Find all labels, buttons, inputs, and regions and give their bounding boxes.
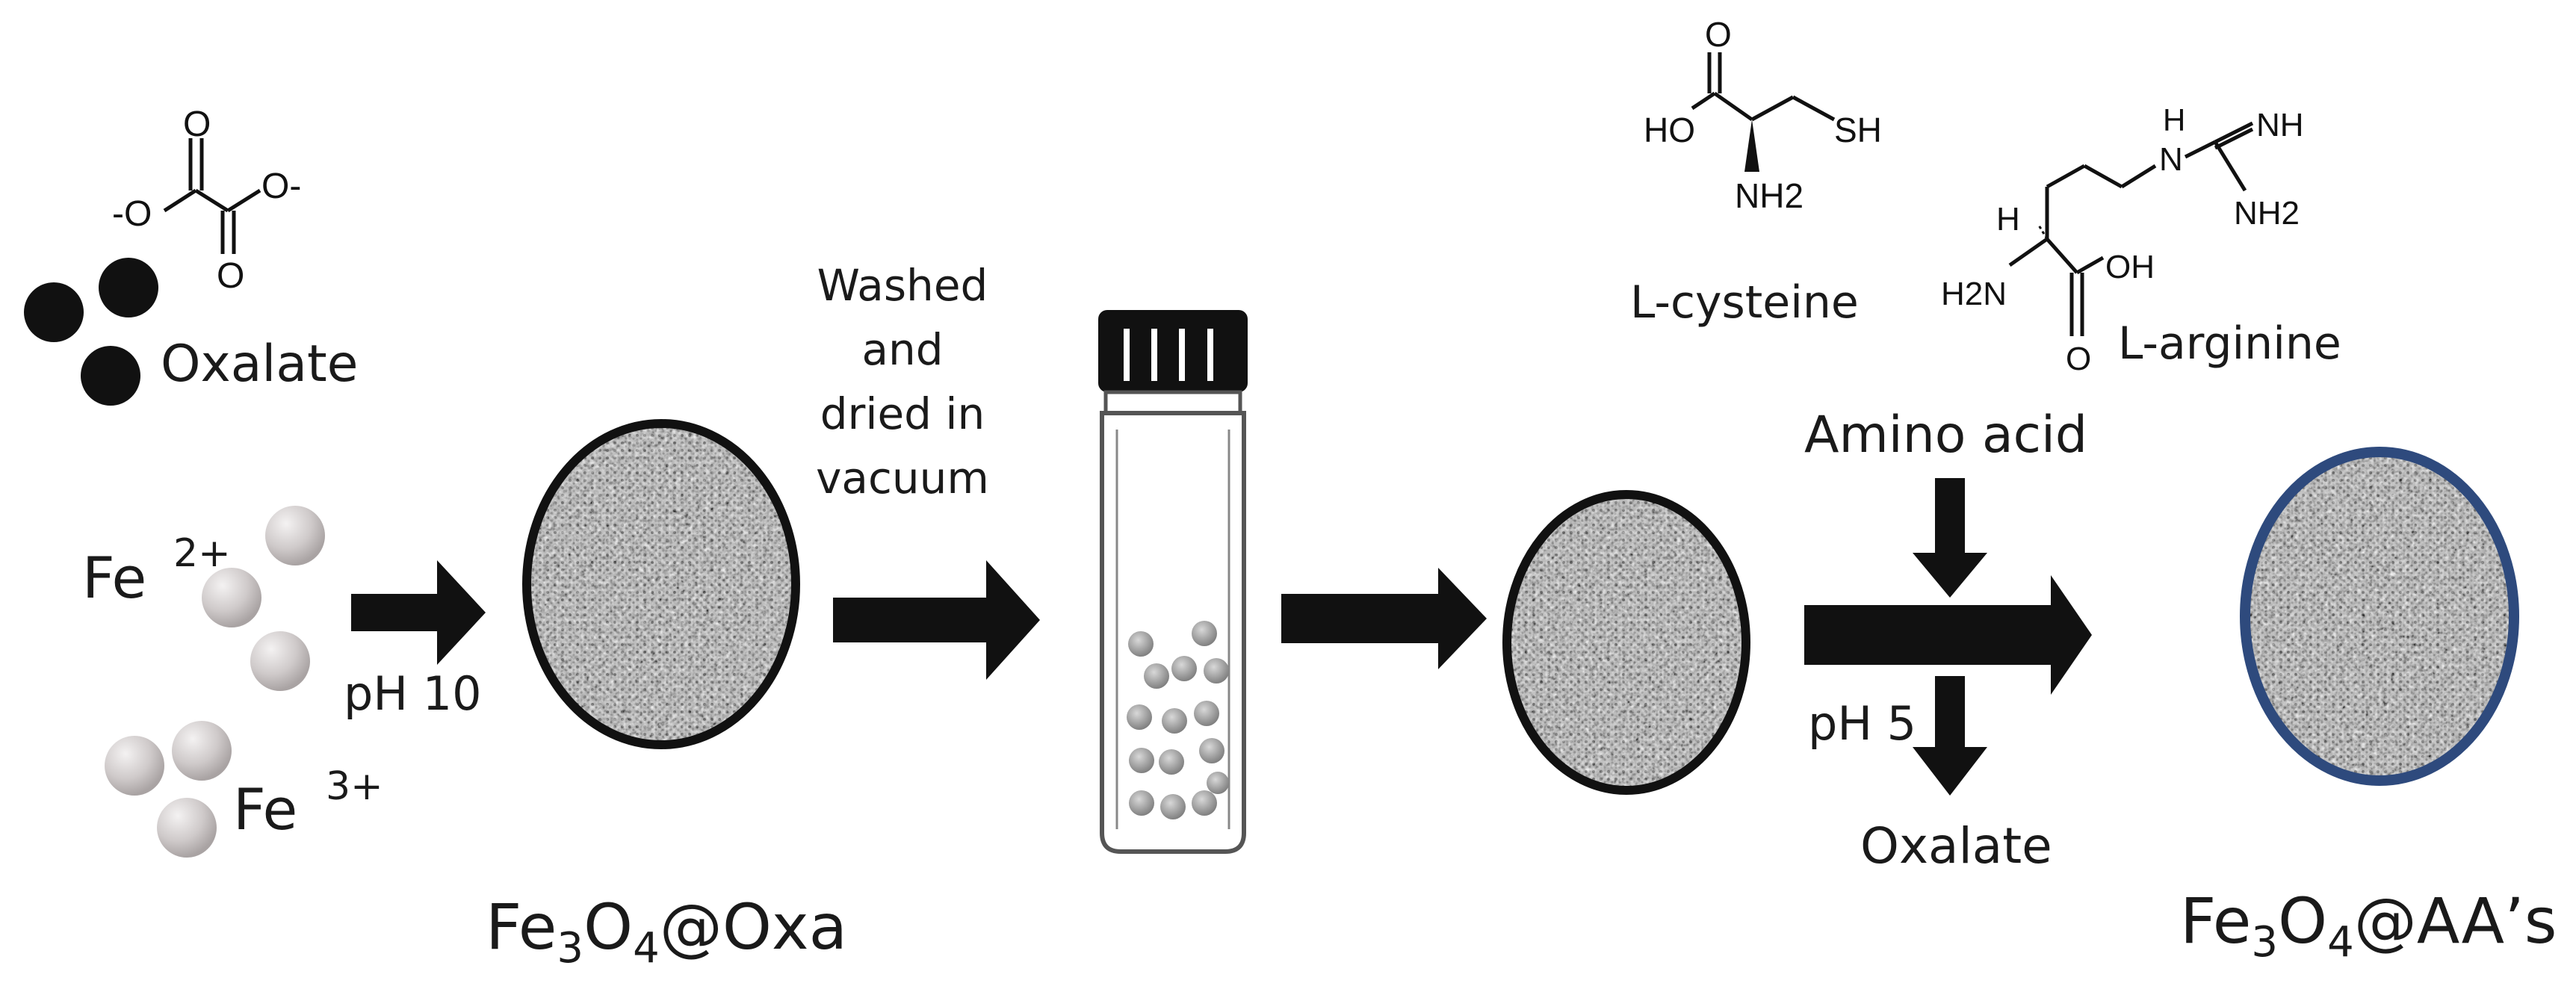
oxalate-o-minus-right: O-: [261, 167, 301, 206]
black-ball: [24, 282, 84, 342]
l-cysteine-structure: O HO SH NH2: [1644, 15, 1882, 215]
arg-nh2-right: NH2: [2234, 195, 2300, 232]
oxalate-out-arrow: [1913, 676, 1987, 796]
oxalate-o-minus-left: -O: [112, 194, 152, 234]
vial-powder: [1127, 621, 1229, 819]
grey-ball: [265, 506, 325, 565]
amino-acid-in-arrow: [1913, 478, 1987, 598]
arg-h-top: H: [2163, 102, 2185, 137]
oxalate-label: Oxalate: [161, 335, 359, 394]
grey-ball: [157, 798, 217, 858]
grey-ball: [172, 721, 232, 781]
oxalate-o-top: O: [183, 105, 211, 144]
vial-neck: [1103, 390, 1242, 415]
fe2-symbol: Fe: [82, 545, 146, 611]
svg-text:vacuum: vacuum: [816, 453, 989, 503]
ph10-label: pH 10: [344, 666, 482, 721]
svg-text:Washed: Washed: [817, 260, 988, 311]
cys-ho: HO: [1644, 111, 1695, 149]
oxalate-out-label: Oxalate: [1860, 817, 2052, 875]
grey-ball: [105, 736, 164, 796]
grey-ball: [250, 631, 310, 691]
cys-o: O: [1705, 15, 1732, 54]
l-cysteine-label: L-cysteine: [1630, 276, 1859, 329]
product2-label: Fe3O4@AA’s: [2180, 884, 2557, 967]
black-ball: [99, 258, 158, 317]
product1-label: Fe3O4@Oxa: [486, 890, 847, 973]
grey-ball: [202, 568, 261, 627]
l-arginine-label: L-arginine: [2118, 317, 2341, 370]
fe2-charge: 2+: [173, 531, 231, 576]
reaction-arrow-2: [833, 560, 1040, 680]
fe3o4-oxa-particle: [522, 419, 800, 749]
black-ball: [81, 346, 140, 406]
cys-sh: SH: [1834, 111, 1882, 149]
fe3o4-aa-particle: [2240, 447, 2519, 786]
vial: [1098, 310, 1248, 854]
svg-text:and: and: [861, 324, 943, 375]
arg-o: O: [2066, 341, 2091, 377]
oxalate-structure: O -O O- O: [112, 105, 301, 296]
cys-nh2: NH2: [1735, 176, 1803, 215]
fe3-charge: 3+: [326, 764, 383, 809]
oxalate-o-bottom: O: [217, 256, 244, 296]
ph5-label: pH 5: [1808, 696, 1916, 751]
reaction-arrow-3: [1281, 568, 1487, 669]
arg-n: N: [2159, 141, 2183, 178]
washed-dried-text: Washed and dried in vacuum: [816, 260, 989, 503]
svg-text:dried in: dried in: [820, 388, 985, 439]
reaction-arrow-1: [351, 560, 486, 665]
intermediate-particle: [1502, 490, 1750, 795]
reaction-arrow-4: [1804, 575, 2092, 695]
arg-h: H: [1996, 201, 2020, 238]
arg-oh: OH: [2105, 249, 2155, 285]
arg-nh: NH: [2256, 107, 2304, 143]
vial-cap: [1098, 310, 1248, 392]
arg-h2n: H2N: [1941, 276, 2007, 312]
amino-acid-label: Amino acid: [1804, 406, 2087, 465]
fe3-symbol: Fe: [233, 776, 297, 843]
l-arginine-structure: H N NH NH2 H H2N OH O: [1941, 102, 2304, 377]
